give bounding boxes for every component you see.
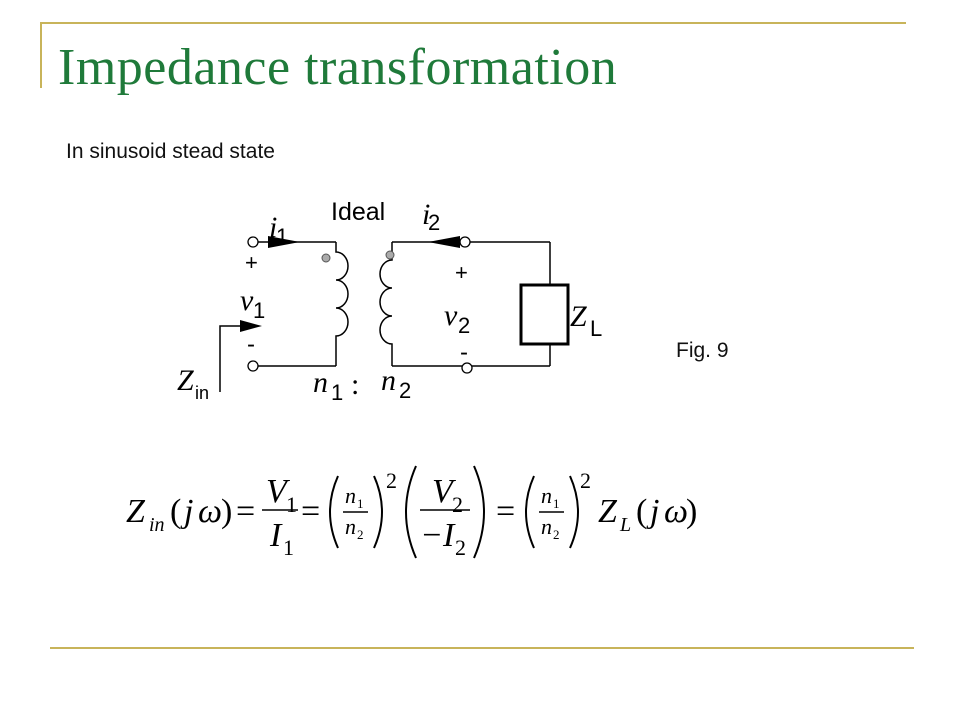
formula-zl-arg-close: ) bbox=[686, 493, 697, 530]
formula-paren-right-1 bbox=[373, 475, 383, 549]
formula-paren-right-2 bbox=[473, 465, 485, 559]
zin-arrow bbox=[240, 320, 262, 332]
ideal-label: Ideal bbox=[331, 198, 385, 226]
v1-subscript: 1 bbox=[253, 298, 265, 323]
slide-subtitle: In sinusoid stead state bbox=[66, 140, 275, 163]
formula-zl-z: Z bbox=[598, 493, 618, 530]
formula-zl-sub: L bbox=[619, 514, 631, 536]
terminal-left-bottom bbox=[247, 360, 259, 372]
formula-n2-n: n bbox=[345, 514, 356, 539]
v2-label: v bbox=[444, 299, 458, 332]
formula-paren-left-1 bbox=[329, 475, 339, 549]
formula-zl-arg-open: ( bbox=[636, 493, 647, 530]
zl-label: Z bbox=[570, 300, 587, 333]
formula-square-2: 2 bbox=[580, 468, 591, 493]
formula-zl-omega: ω bbox=[664, 493, 688, 530]
plus-left: + bbox=[245, 250, 258, 275]
i2-label: i bbox=[422, 198, 430, 231]
formula-paren-right-3 bbox=[569, 475, 579, 549]
formula-j: j bbox=[180, 493, 193, 530]
formula-n2b-n: n bbox=[541, 514, 552, 539]
formula-omega: ω bbox=[198, 493, 222, 530]
primary-coil bbox=[335, 242, 349, 366]
terminal-right-bottom bbox=[461, 362, 473, 374]
formula-zl-j: j bbox=[646, 493, 659, 530]
formula-v1-sub: 1 bbox=[286, 492, 297, 517]
minus-left: - bbox=[247, 331, 255, 358]
formula-square-1: 2 bbox=[386, 468, 397, 493]
secondary-coil bbox=[379, 242, 393, 366]
formula-n2b-sub: 2 bbox=[553, 527, 560, 542]
formula-n1b-n: n bbox=[541, 483, 552, 508]
n2-subscript: 2 bbox=[399, 378, 411, 403]
formula-i1-sub: 1 bbox=[283, 535, 294, 560]
formula-arg-close: ) bbox=[221, 493, 232, 530]
formula-paren-left-2 bbox=[405, 465, 417, 559]
minus-right: - bbox=[460, 339, 468, 366]
top-accent-line bbox=[40, 22, 906, 24]
formula-in-subscript: in bbox=[149, 514, 165, 536]
left-accent-line bbox=[40, 22, 42, 88]
bottom-accent-line bbox=[50, 647, 914, 649]
formula-eq-3: = bbox=[496, 493, 515, 530]
zl-subscript: L bbox=[590, 316, 602, 341]
formula-i2-sub: 2 bbox=[455, 535, 466, 560]
i2-arrow bbox=[428, 236, 460, 248]
formula-v2-sub: 2 bbox=[452, 492, 463, 517]
formula-n1-n: n bbox=[345, 483, 356, 508]
polarity-dot-secondary bbox=[385, 250, 395, 260]
formula-arg-open: ( bbox=[170, 493, 181, 530]
n1-subscript: 1 bbox=[331, 380, 343, 405]
figure-label: Fig. 9 bbox=[676, 339, 729, 362]
zin-label: Z bbox=[177, 364, 194, 397]
turns-ratio-colon: : bbox=[351, 368, 359, 401]
n1-label: n bbox=[313, 366, 328, 399]
slide-title: Impedance transformation bbox=[58, 39, 618, 96]
formula-n2-sub: 2 bbox=[357, 527, 364, 542]
formula-eq-2: = bbox=[301, 493, 320, 530]
polarity-dot-primary bbox=[321, 253, 331, 263]
terminal-left-top bbox=[247, 236, 259, 248]
formula-n1b-sub: 1 bbox=[553, 496, 560, 511]
formula-z: Z bbox=[126, 493, 146, 530]
formula-n1-sub: 1 bbox=[357, 496, 364, 511]
i1-subscript: 1 bbox=[276, 224, 288, 249]
zin-pointer-line bbox=[219, 325, 240, 392]
n2-label: n bbox=[381, 364, 396, 397]
v2-subscript: 2 bbox=[458, 313, 470, 338]
formula-i1-i: I bbox=[269, 517, 283, 554]
formula-minus-i2: −I bbox=[420, 517, 456, 554]
i1-label: i bbox=[269, 211, 277, 244]
formula-eq-1: = bbox=[236, 493, 255, 530]
plus-right: + bbox=[455, 260, 468, 285]
v1-label: v bbox=[240, 284, 254, 317]
zin-subscript: in bbox=[195, 383, 209, 403]
i1-arrow bbox=[268, 236, 300, 248]
i2-subscript: 2 bbox=[428, 210, 440, 235]
formula-paren-left-3 bbox=[525, 475, 535, 549]
load-impedance-box bbox=[519, 283, 570, 346]
